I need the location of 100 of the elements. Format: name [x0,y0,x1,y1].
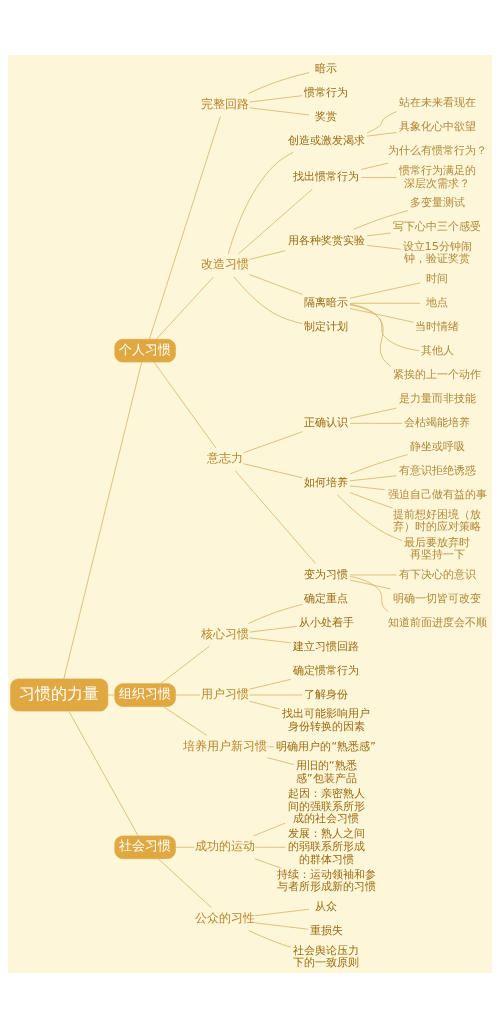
node-box: 个人习惯 [114,338,176,362]
connector [366,110,397,133]
connector [175,694,201,695]
node-text: 意志力 [206,450,243,465]
node-text: 核心习惯 [200,626,249,641]
node-text: 隔离暗示 [304,294,349,309]
node-text: 是力量而非技能 [398,390,476,405]
connector [254,908,310,916]
connector [349,282,421,299]
connector [254,846,286,848]
connector [153,361,217,448]
node-text: 最后要放弃时再坚持一下 [404,534,471,561]
connector [349,302,421,304]
connector [248,929,292,948]
connector [162,705,208,736]
node-text: 奖赏 [315,108,338,123]
connector [249,106,310,115]
connector [248,603,303,624]
node-text: 其他人 [420,342,454,357]
node-text: 会枯竭能培养 [404,414,471,429]
node-text: 设立15分钟闹钟，验证奖赏 [402,238,473,265]
connector [254,922,309,930]
connector [349,303,392,367]
connector [68,710,139,836]
connector [349,453,409,474]
connector [107,694,116,695]
connector [249,637,292,643]
node-text: 用各种奖赏实验 [287,232,365,247]
connector [349,579,392,589]
connector [249,625,298,632]
connector [157,857,212,908]
connector [360,176,397,178]
connector [234,470,316,564]
node-text: 建立习惯回路 [293,638,360,653]
node-text: 用户习惯 [200,686,249,701]
node-text: 强迫自己做有益的事 [387,486,487,501]
connector [349,491,393,508]
connector [160,645,210,684]
node-box: 社会习惯 [114,835,176,859]
node-text: 创造或激发渴求 [287,132,365,147]
connector [155,276,214,340]
node-text: 确定惯常行为 [293,662,360,677]
connector [349,303,420,351]
connector [238,188,313,254]
connector [243,430,303,453]
connector [349,422,403,424]
connector [248,71,310,94]
connector [349,575,389,612]
node-text: 惯常行为满足的深层次需求？ [398,162,476,190]
node-text: 社会舆论压力下的一致原则 [293,942,360,969]
connector [249,700,280,709]
connector [366,232,392,236]
connector [349,474,397,481]
connector [349,307,414,323]
node-text: 发展：熟人之间的弱联系所形成的群体习惯 [287,825,365,866]
node-text: 地点 [426,294,449,309]
node-text: 静坐或呼吸 [409,438,465,453]
node-box: 习惯的力量 [10,678,109,711]
connector [349,407,397,419]
node-text: 惯常行为 [304,84,349,99]
connector [249,94,303,102]
node-text: 明确一切皆可改变 [393,590,482,605]
node-text: 明确用户的“熟悉感” [276,738,377,753]
node-text: 站在未来看现在 [398,94,476,109]
connector [175,846,195,848]
node-text: 多变量测试 [409,194,465,209]
node-text: 暗示 [315,60,338,75]
node-text: 制定计划 [304,318,349,333]
node-text: 如何培养 [304,474,349,489]
node-text: 有意识拒绝诱惑 [398,462,476,477]
connector [366,131,397,136]
connector [149,115,221,340]
connector [349,574,397,575]
connector [366,244,402,250]
connector [360,162,389,170]
node-text: 时间 [426,270,449,285]
node-text: 公众的习性 [194,910,255,925]
node-text: 从小处着手 [298,614,354,629]
node-text: 紧挨的上一个动作 [393,366,482,381]
node-text: 找出惯常行为 [293,168,360,183]
connector [63,361,143,679]
connector [249,249,286,260]
node-text: 有下决心的意识 [398,566,476,581]
connector [266,745,275,747]
connector [243,462,303,478]
connector [349,485,386,490]
node-text: 成功的运动 [194,838,255,853]
node-text: 培养用户新习惯 [182,738,267,753]
node-text: 起因：亲密熟人间的强联系所形成的社会习惯 [287,785,365,825]
node-text: 当时情绪 [415,318,460,333]
node-text: 从众 [315,898,338,913]
node-text: 变为习惯 [304,566,349,581]
node-text: 找出可能影响用户身份转换的因素 [282,705,371,733]
node-text: 完整回路 [200,96,249,111]
node-box: 组织习惯 [114,682,176,707]
connector [337,493,403,541]
connector [233,275,303,324]
connector [254,857,282,868]
node-text: 了解身份 [304,686,349,701]
node-text: 为什么有惯常行为？ [387,142,487,157]
